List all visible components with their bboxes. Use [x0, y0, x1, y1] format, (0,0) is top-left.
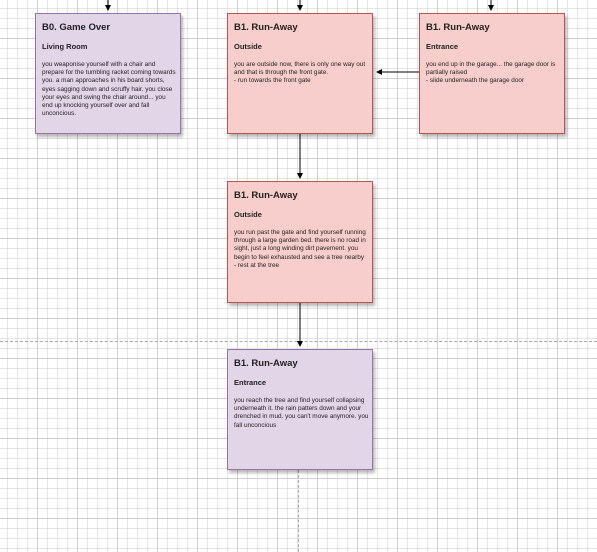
node-body: you end up in the garage... the garage d…: [426, 61, 561, 86]
node-body-line: you are outside now, there is only one w…: [234, 61, 366, 77]
node-subtitle: Entrance: [426, 42, 459, 51]
node-b1-run-away-outside-middle[interactable]: B1. Run-Away Outside you run past the ga…: [227, 181, 373, 303]
node-body-line: you reach the tree and find yourself col…: [234, 397, 369, 429]
node-title: B1. Run-Away: [426, 22, 490, 33]
node-body: you weaponise yourself with a chair and …: [42, 61, 177, 118]
page-break-vertical: [298, 470, 299, 552]
node-subtitle: Outside: [234, 210, 262, 219]
node-b1-run-away-outside-top[interactable]: B1. Run-Away Outside you are outside now…: [227, 13, 373, 134]
node-title: B1. Run-Away: [234, 22, 298, 33]
node-body: you reach the tree and find yourself col…: [234, 397, 369, 430]
node-body-line: you end up in the garage... the garage d…: [426, 61, 556, 77]
node-subtitle: Entrance: [234, 378, 267, 387]
node-b1-run-away-entrance-bottom[interactable]: B1. Run-Away Entrance you reach the tree…: [227, 349, 373, 470]
node-b0-game-over[interactable]: B0. Game Over Living Room you weaponise …: [35, 13, 181, 134]
node-title: B1. Run-Away: [234, 358, 298, 369]
node-body: you are outside now, there is only one w…: [234, 61, 369, 86]
node-b1-run-away-entrance-right[interactable]: B1. Run-Away Entrance you end up in the …: [419, 13, 565, 134]
node-title: B0. Game Over: [42, 22, 111, 33]
node-body-line: - rest at the tree: [234, 261, 280, 269]
node-body-line: - run towards the front gate: [234, 77, 311, 85]
node-body-line: you weaponise yourself with a chair and …: [42, 61, 176, 118]
node-body: you run past the gate and find yourself …: [234, 229, 369, 270]
node-subtitle: Outside: [234, 42, 262, 51]
node-body-line: you run past the gate and find yourself …: [234, 229, 366, 261]
node-subtitle: Living Room: [42, 42, 88, 51]
node-body-line: - slide underneath the garage door: [426, 77, 525, 85]
node-title: B1. Run-Away: [234, 190, 298, 201]
